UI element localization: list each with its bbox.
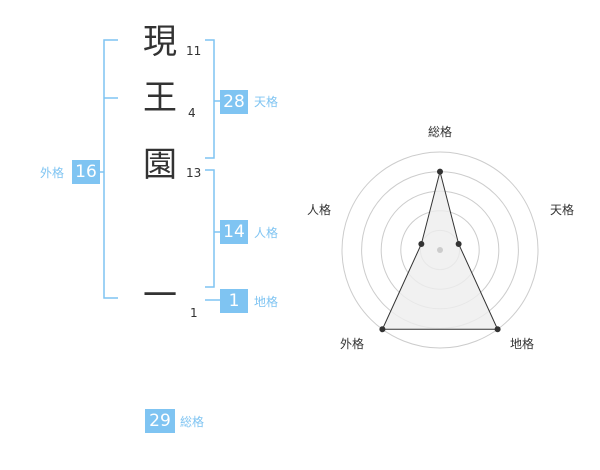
chikaku-value: 1 <box>220 289 248 313</box>
jinkaku-label: 人格 <box>254 226 279 240</box>
stroke-count-4: 1 <box>190 306 198 320</box>
radar-axis-label-soukaku: 総格 <box>428 125 453 139</box>
tenkaku-value: 28 <box>220 90 248 114</box>
name-char-4: 一 <box>143 276 177 316</box>
jinkaku-value: 14 <box>220 220 248 244</box>
gaikaku-label: 外格 <box>40 166 65 180</box>
radar-point-1 <box>437 168 443 175</box>
name-char-2: 王 <box>143 78 177 118</box>
tenkaku-bracket <box>205 39 215 159</box>
radar-grid-ring-5 <box>341 151 539 349</box>
name-char-1: 現 <box>143 22 177 62</box>
stroke-count-2: 4 <box>188 106 196 120</box>
chikaku-label: 地格 <box>254 295 279 309</box>
stroke-count-1: 11 <box>186 44 202 58</box>
radar-axis-label-gaikaku: 外格 <box>340 337 365 351</box>
radar-point-2 <box>455 240 462 247</box>
radar-point-4 <box>379 326 386 333</box>
soukaku-label: 総格 <box>180 415 205 429</box>
jinkaku-bracket <box>205 169 215 288</box>
radar-center-dot <box>437 247 443 253</box>
radar-point-3 <box>494 326 501 333</box>
radar-axis-label-jinkaku: 人格 <box>307 203 332 217</box>
name-char-3: 園 <box>143 145 177 185</box>
stroke-count-3: 13 <box>186 166 202 180</box>
soukaku-value: 29 <box>145 409 175 433</box>
radar-point-5 <box>418 240 425 247</box>
radar-axis-label-chikaku: 地格 <box>510 337 535 351</box>
tenkaku-label: 天格 <box>254 95 279 109</box>
gaikaku-value: 16 <box>72 160 100 184</box>
gaikaku-bracket <box>103 39 118 299</box>
radar-axis-label-tenkaku: 天格 <box>550 203 575 217</box>
